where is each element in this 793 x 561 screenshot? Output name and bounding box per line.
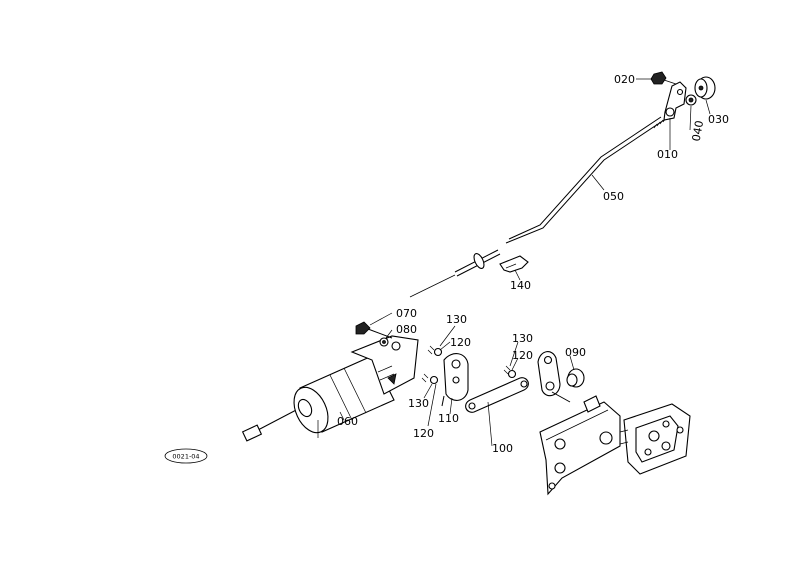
bracket-010	[663, 81, 687, 121]
label-110: 110	[438, 412, 459, 425]
label-050: 050	[603, 190, 624, 203]
label-130-left: 130	[408, 397, 429, 410]
label-100: 100	[492, 442, 513, 455]
clip-140	[499, 255, 529, 273]
label-120-top: 120	[450, 336, 471, 349]
label-070: 070	[396, 307, 417, 320]
label-090: 090	[565, 346, 586, 359]
bolt-070	[355, 321, 393, 339]
label-140: 140	[510, 279, 531, 292]
nut-020	[650, 71, 677, 85]
lever-110	[441, 353, 469, 407]
pin-clips-120-130	[421, 345, 517, 385]
label-040: 040	[690, 120, 706, 143]
label-080: 080	[396, 323, 417, 336]
label-130-top: 130	[446, 313, 467, 326]
reference-code: 0021-04	[172, 453, 199, 461]
knob-030	[694, 76, 716, 100]
solenoid-060	[241, 335, 419, 442]
label-120-left: 120	[413, 427, 434, 440]
link-rod-100	[465, 377, 529, 413]
leader-lines	[339, 78, 711, 447]
label-060: 060	[337, 415, 358, 428]
label-020: 020	[614, 73, 635, 86]
label-120-right: 120	[512, 349, 533, 362]
label-130-right: 130	[512, 332, 533, 345]
label-010: 010	[657, 148, 678, 161]
control-rod-050	[409, 116, 667, 298]
washer-040	[685, 94, 697, 106]
pump-housing	[539, 395, 691, 496]
washer-080	[379, 337, 389, 347]
lever-arm	[537, 351, 571, 403]
label-030: 030	[708, 113, 729, 126]
spring-090	[566, 368, 585, 388]
reference-badge: 0021-04	[164, 448, 208, 464]
